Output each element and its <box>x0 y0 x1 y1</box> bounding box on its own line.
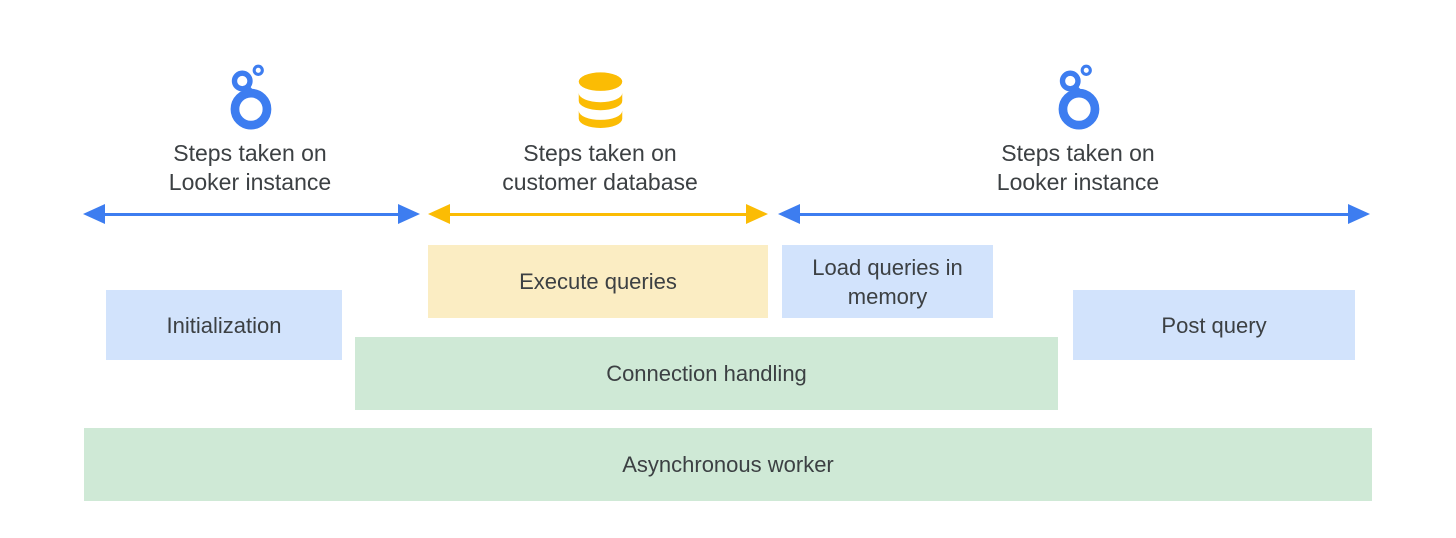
section-label-line1: Steps taken on <box>1001 140 1155 166</box>
section-label-line1: Steps taken on <box>173 140 327 166</box>
execute-queries-box: Execute queries <box>428 245 768 318</box>
looker-logo-icon <box>105 62 395 130</box>
asynchronous-worker-box: Asynchronous worker <box>84 428 1372 501</box>
arrow-shaft <box>444 212 752 216</box>
looker-right-range-arrow <box>778 204 1370 224</box>
arrow-head-right-icon <box>1348 204 1370 224</box>
section-label: Steps taken on customer database <box>455 139 745 197</box>
initialization-box: Initialization <box>106 290 342 360</box>
section-label: Steps taken on Looker instance <box>105 139 395 197</box>
looker-left-range-arrow <box>83 204 420 224</box>
post-query-box: Post query <box>1073 290 1355 360</box>
arrow-head-right-icon <box>398 204 420 224</box>
section-label-line2: customer database <box>502 169 698 195</box>
arrow-shaft <box>794 212 1354 216</box>
section-label-line2: Looker instance <box>996 169 1160 195</box>
section-customer-database: Steps taken on customer database <box>455 62 745 197</box>
arrow-shaft <box>99 212 404 216</box>
arrow-head-left-icon <box>83 204 105 224</box>
customer-database-range-arrow <box>428 204 768 224</box>
arrow-head-left-icon <box>428 204 450 224</box>
load-queries-in-memory-box: Load queries in memory <box>782 245 993 318</box>
looker-logo-icon <box>933 62 1223 130</box>
arrow-head-left-icon <box>778 204 800 224</box>
section-label-line1: Steps taken on <box>523 140 677 166</box>
section-label-line2: Looker instance <box>168 169 332 195</box>
section-looker-right: Steps taken on Looker instance <box>933 62 1223 197</box>
section-looker-left: Steps taken on Looker instance <box>105 62 395 197</box>
database-icon <box>455 62 745 130</box>
arrow-head-right-icon <box>746 204 768 224</box>
section-label: Steps taken on Looker instance <box>933 139 1223 197</box>
connection-handling-box: Connection handling <box>355 337 1058 410</box>
